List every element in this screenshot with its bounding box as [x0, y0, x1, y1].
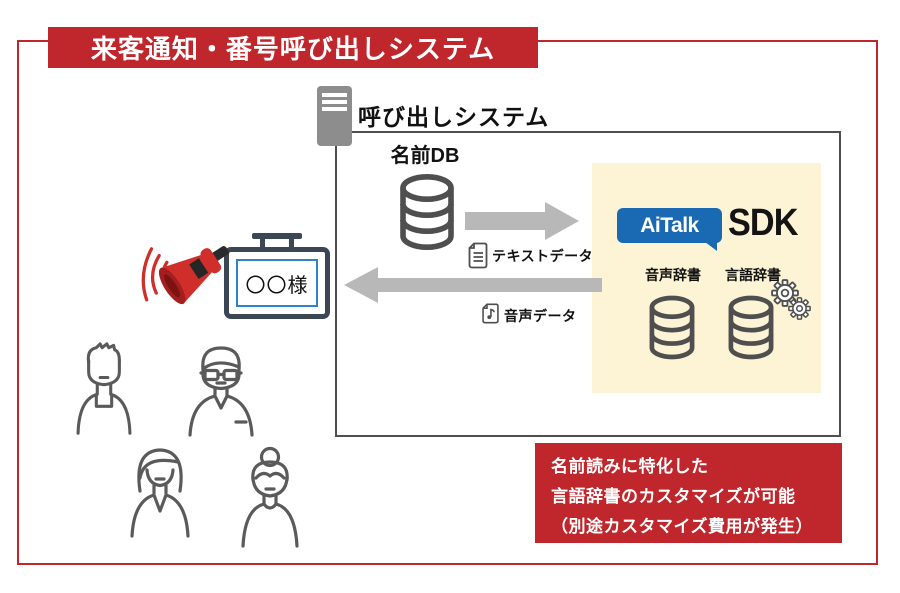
lang-dict-label: 言語辞書: [725, 267, 781, 283]
text-document-icon: [468, 242, 488, 269]
woman-bun-icon: [241, 446, 299, 548]
arrow-right-text-data: [465, 202, 579, 240]
sdk-label: SDK: [728, 202, 798, 244]
note-line-1: 名前読みに特化した: [551, 457, 709, 476]
display-screen: 〇〇様: [229, 252, 325, 314]
database-icon: [645, 294, 699, 361]
sdk-panel: [592, 163, 821, 393]
display-screen-frame: 〇〇様: [236, 259, 318, 307]
system-box-title: 呼び出しシステム: [358, 104, 550, 130]
title-banner: 来客通知・番号呼び出しシステム: [48, 27, 538, 68]
gear-icon: [788, 297, 811, 320]
text-data-label: テキストデータ: [492, 248, 594, 264]
man-glasses-icon: [188, 346, 254, 437]
page-title: 来客通知・番号呼び出しシステム: [90, 34, 496, 64]
woman-bob-icon: [130, 448, 190, 538]
note-line-2: 言語辞書のカスタマイズが可能: [551, 487, 796, 506]
display-mount-leg: [260, 237, 265, 250]
database-icon: [395, 172, 459, 252]
man-spiky-hair-icon: [76, 342, 132, 435]
server-tower-icon: [317, 86, 352, 146]
aitalk-logo: AiTalk: [617, 208, 722, 251]
music-note-file-icon: [482, 303, 499, 324]
signage-display-icon: 〇〇様: [224, 247, 330, 319]
note-line-3: （別途カスタマイズ費用が発生）: [551, 517, 813, 536]
arrow-left-audio-data: [344, 267, 602, 303]
name-db-label: 名前DB: [390, 145, 460, 167]
audio-data-label: 音声データ: [504, 308, 577, 324]
voice-dict-label: 音声辞書: [645, 267, 701, 283]
called-name-text: 〇〇様: [245, 274, 309, 297]
customization-note-box: 名前読みに特化した 言語辞書のカスタマイズが可能 （別途カスタマイズ費用が発生）: [535, 443, 842, 543]
display-mount-leg: [289, 237, 294, 250]
display-mount: [252, 233, 302, 239]
database-icon: [724, 294, 778, 361]
aitalk-logo-text: AiTalk: [640, 213, 699, 237]
megaphone-icon: [141, 246, 229, 305]
